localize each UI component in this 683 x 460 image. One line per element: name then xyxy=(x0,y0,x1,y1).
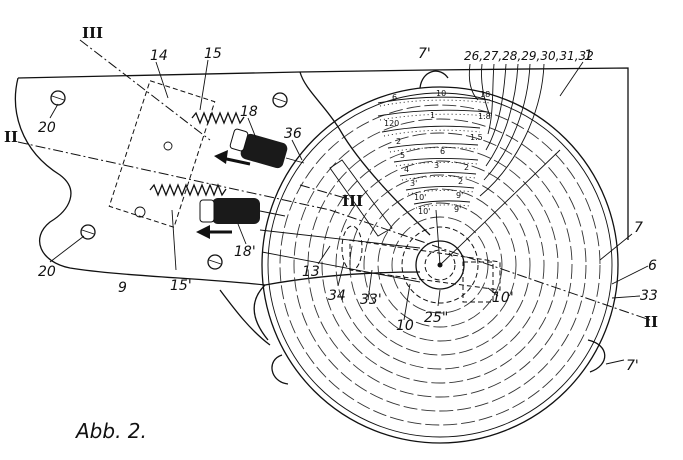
scale-label: 3' xyxy=(410,179,417,188)
knob-18 xyxy=(229,128,305,169)
section-line-II-right xyxy=(329,209,651,321)
label-7p-bottom: 7' xyxy=(626,358,639,374)
spring-15p xyxy=(149,183,227,197)
scale-label: 6 xyxy=(392,93,397,102)
screw xyxy=(80,224,96,240)
arrow-upper xyxy=(214,150,251,166)
label-36: 36 xyxy=(284,126,302,142)
tab-left xyxy=(271,354,289,385)
label-13: 13 xyxy=(302,264,320,280)
scale-label: 10' xyxy=(414,193,426,202)
hub-inner xyxy=(424,249,456,281)
scale-label: 6 xyxy=(440,147,445,156)
pivot-hole xyxy=(163,141,173,151)
section-mark-III-center: III xyxy=(342,192,363,210)
arm-13 xyxy=(259,229,421,283)
label-6: 6 xyxy=(648,258,657,274)
tab-top xyxy=(419,70,449,89)
screw xyxy=(272,92,288,108)
scale-label: 1.5 xyxy=(470,133,483,142)
spring-15 xyxy=(191,111,245,125)
label-34: 34 xyxy=(328,288,346,304)
label-10: 10 xyxy=(396,318,414,334)
label-leaders xyxy=(49,59,649,365)
arrow-lower xyxy=(196,225,232,239)
scale-labels: 6 10 18 120 1 1.8 2 1.5 5 6 4 3 2 3' 2 1… xyxy=(384,89,491,216)
disc-outer-edge xyxy=(261,86,619,444)
dashed-circle-10 xyxy=(401,226,479,304)
pivot-hole xyxy=(134,206,146,218)
disc-ring xyxy=(293,118,587,412)
label-14: 14 xyxy=(150,48,168,64)
label-10p: 10' xyxy=(492,290,514,306)
label-33p: 33' xyxy=(360,292,382,308)
link-36 xyxy=(329,159,393,237)
disc-ring xyxy=(391,216,489,314)
section-line-III xyxy=(79,39,211,141)
scale-label: 1.8 xyxy=(478,112,491,121)
scale-label: 18 xyxy=(480,90,490,99)
label-18: 18 xyxy=(240,104,258,120)
scale-label: 2 xyxy=(458,177,463,186)
label-20-bottom: 20 xyxy=(38,264,56,280)
disc-ring xyxy=(279,104,601,426)
section-line-II-left xyxy=(17,141,331,211)
hub-outer xyxy=(415,240,465,290)
plate-tail xyxy=(219,289,271,346)
label-15: 15 xyxy=(204,46,222,62)
scale-label: 3 xyxy=(434,161,439,170)
tab-right xyxy=(587,339,606,373)
scale-label: 4 xyxy=(404,165,409,174)
disc-ring xyxy=(349,174,531,356)
section-mark-II-right: II xyxy=(644,313,658,331)
disc-ring xyxy=(377,202,503,328)
upper-leaders xyxy=(468,61,584,197)
label-20-top: 20 xyxy=(38,120,56,136)
knob-18p xyxy=(199,198,286,224)
slot-34 xyxy=(341,225,363,271)
label-15p: 15' xyxy=(170,278,192,294)
label-7p-top: 7' xyxy=(418,46,431,62)
recording-disc xyxy=(261,70,619,444)
label-26-32: 26,27,28,29,30,31,32 xyxy=(464,49,594,63)
label-7: 7 xyxy=(634,220,643,236)
radius-line xyxy=(439,149,561,266)
scale-label: 2 xyxy=(396,137,401,146)
label-9: 9 xyxy=(118,280,127,296)
disc-ring xyxy=(363,188,517,342)
plate-lower-edge xyxy=(264,271,421,286)
block-10p xyxy=(462,261,494,303)
plate-bulge xyxy=(299,71,431,236)
screw xyxy=(207,254,223,270)
slider-33 xyxy=(349,239,501,291)
scale-label: 120 xyxy=(384,119,399,128)
scale-label: 10 xyxy=(436,89,446,98)
scale-label: 9' xyxy=(454,205,461,214)
label-25pp: 25" xyxy=(424,310,448,326)
section-mark-III: III xyxy=(82,24,103,42)
label-18p: 18' xyxy=(234,244,256,260)
screw xyxy=(50,90,66,106)
disc-ring xyxy=(321,146,559,384)
scale-label: 1 xyxy=(430,111,435,120)
figure-caption: Abb. 2. xyxy=(74,419,147,443)
scale-label: 9' xyxy=(456,191,463,200)
scale-label: 10' xyxy=(418,207,430,216)
scale-label: 2 xyxy=(464,163,469,172)
section-mark-II-left: II xyxy=(4,128,18,146)
disc-inner-edge xyxy=(267,92,613,438)
radius-line xyxy=(435,209,441,266)
disc-ring xyxy=(307,132,573,398)
scale-label: 5 xyxy=(400,151,405,160)
label-1: 1 xyxy=(584,48,593,64)
section-line-III-center xyxy=(299,184,353,201)
label-33: 33 xyxy=(640,288,658,304)
disc-ring xyxy=(335,160,545,370)
